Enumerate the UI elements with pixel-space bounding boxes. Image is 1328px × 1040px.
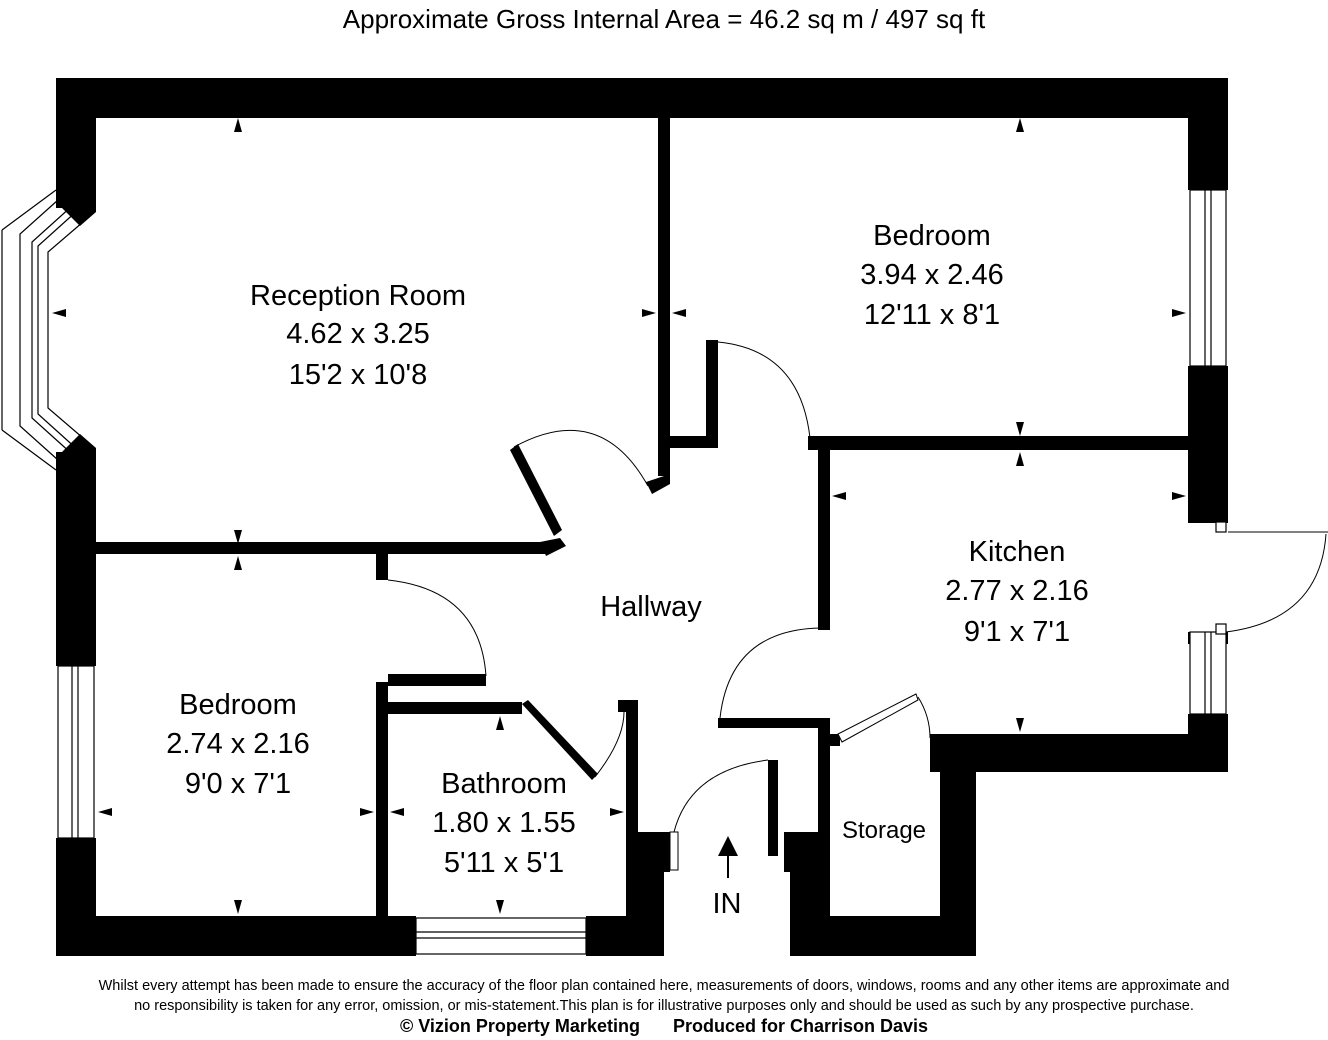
room-name: Reception Room [250,280,466,312]
door-kitchen [719,627,821,719]
room-name: Bedroom [873,220,991,252]
room-label-storage: Storage [842,817,926,844]
room-imperial: 9'0 x 7'1 [185,768,291,800]
door-reception [510,429,649,536]
room-metric: 1.80 x 1.55 [432,807,576,839]
doors [387,341,1328,871]
window-kitchen-east [1189,631,1227,715]
door-bedroom-2 [387,579,487,677]
door-storage [837,693,931,743]
copyright-text: © Vizion Property Marketing [399,1016,640,1036]
room-label-bedroom-1: Bedroom 3.94 x 2.46 12'11 x 8'1 [860,220,1004,331]
room-label-hallway: Hallway [600,591,702,623]
room-metric: 4.62 x 3.25 [286,318,430,350]
door-kitchen-external [1225,531,1328,633]
room-label-reception: Reception Room 4.62 x 3.25 15'2 x 10'8 [250,280,466,391]
kitchen-external-door-opening [1215,521,1227,635]
room-name: Kitchen [969,536,1066,568]
room-imperial: 9'1 x 7'1 [964,616,1070,648]
room-name: Bathroom [441,768,567,800]
entrance-label: IN [713,888,742,920]
room-imperial: 12'11 x 8'1 [864,299,1000,331]
room-imperial: 15'2 x 10'8 [289,359,427,391]
dimension-arrows [52,118,1186,914]
window-bedroom-west [57,665,95,839]
disclaimer-line-1: Whilst every attempt has been made to en… [98,978,1230,994]
gross-area-title: Approximate Gross Internal Area = 46.2 s… [342,4,986,34]
door-bathroom [522,700,625,780]
room-label-kitchen: Kitchen 2.77 x 2.16 9'1 x 7'1 [945,536,1089,648]
door-bedroom-1 [717,341,811,439]
window-bedroom-east [1189,189,1227,367]
room-label-bathroom: Bathroom 1.80 x 1.55 5'11 x 5'1 [432,768,576,879]
room-name: Bedroom [179,689,297,721]
outer-walls [56,78,1228,956]
disclaimer-line-2: no responsibility is taken for any error… [134,998,1194,1014]
credits: © Vizion Property Marketing Produced for… [0,1016,1328,1037]
bay-window-reception [1,189,91,471]
entrance-arrow-icon [718,836,738,878]
interior-walls [94,116,1190,918]
room-metric: 3.94 x 2.46 [860,259,1004,291]
room-label-bedroom-2: Bedroom 2.74 x 2.16 9'0 x 7'1 [166,689,310,800]
room-imperial: 5'11 x 5'1 [444,847,564,879]
door-entrance [669,759,769,871]
windows [1,189,1227,955]
room-metric: 2.77 x 2.16 [945,575,1089,607]
room-metric: 2.74 x 2.16 [166,728,310,760]
produced-for-text: Produced for Charrison Davis [672,1016,929,1036]
disclaimer: Whilst every attempt has been made to en… [0,976,1328,1016]
window-bathroom-south [415,917,587,955]
